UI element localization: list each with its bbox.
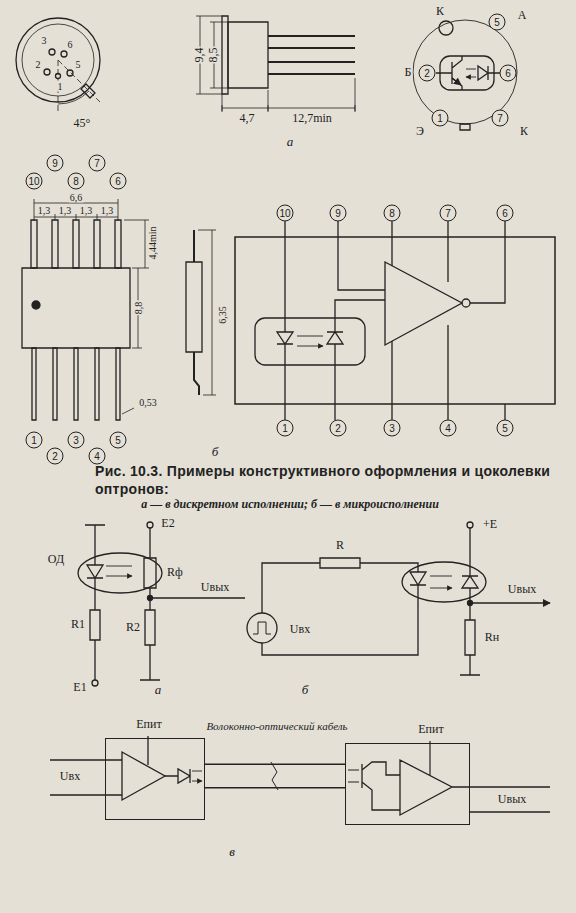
signal-name: E1 <box>72 681 87 694</box>
pin-number: 10 <box>277 205 294 222</box>
signal-name: E2 <box>160 517 175 530</box>
transmitter-module: Eпит <box>105 738 205 820</box>
diode-optocoupler-circuit <box>247 522 550 675</box>
dimension: 1,3 <box>58 205 73 216</box>
pinout-diagram <box>413 20 517 130</box>
pin-number: 8 <box>384 205 401 222</box>
pin-number: 2 <box>35 59 42 70</box>
receiver-module: Eпит <box>345 743 470 825</box>
dimension: 8,5 <box>207 47 220 64</box>
signal-name: Uвых <box>200 581 230 594</box>
figure-letter: б <box>211 445 220 459</box>
signal-name: +E <box>482 518 498 531</box>
pin-number: 1 <box>432 110 449 127</box>
figure-letter: в <box>228 845 236 859</box>
pin-number: 3 <box>41 35 48 46</box>
dimension: 9,4 <box>193 47 206 64</box>
fibre-cable <box>205 762 345 790</box>
terminal-name: К <box>519 125 529 138</box>
pin-number: 2 <box>330 420 347 437</box>
pin-number: 2 <box>47 448 64 465</box>
pin-number: 1 <box>277 420 294 437</box>
dip-package <box>22 199 149 420</box>
pin-number: 5 <box>489 14 506 31</box>
pin-number: 6 <box>500 65 517 82</box>
angle-dimension: 45° <box>73 117 92 130</box>
pin-number: 6 <box>67 39 74 50</box>
dimension: 12,7min <box>291 112 333 125</box>
package-bottom-view <box>16 18 100 112</box>
fibre-link <box>50 736 550 815</box>
dimension: 0,53 <box>138 397 158 408</box>
pin-number: 6 <box>497 205 514 222</box>
package-side-view <box>196 16 355 112</box>
signal-name: Uвых <box>497 793 527 806</box>
signal-name: Uвх <box>289 623 311 636</box>
terminal-name: Э <box>415 125 425 138</box>
cable-break <box>271 762 278 790</box>
resistor-optocoupler-circuit <box>78 522 245 686</box>
signal-name: Uвых <box>507 583 537 596</box>
component-name: R1 <box>70 618 86 631</box>
pin-number: 6 <box>110 173 127 190</box>
terminal-name: Б <box>404 66 413 79</box>
pin-number: 1 <box>57 81 64 92</box>
component-name: Rф <box>166 566 184 579</box>
terminal-name: А <box>517 9 528 22</box>
dimension: 4,7 <box>239 112 256 125</box>
dimension: 1,3 <box>37 205 52 216</box>
component-name: R <box>335 539 345 552</box>
pin-number: 4 <box>440 420 457 437</box>
pin-number: 2 <box>419 65 436 82</box>
pin-number: 7 <box>440 205 457 222</box>
pin-number: 9 <box>47 155 64 172</box>
component-name: Rн <box>484 631 500 644</box>
terminal-name: К <box>435 5 445 18</box>
pin-number: 9 <box>330 205 347 222</box>
dimension: 4,44min <box>147 225 158 260</box>
signal-name: Uвх <box>59 770 81 783</box>
pin-number: 5 <box>497 420 514 437</box>
dimension: 6,35 <box>217 305 228 325</box>
dip-side-view <box>186 230 216 395</box>
figure-letter: б <box>301 683 310 697</box>
component-name: R2 <box>125 621 141 634</box>
pin-number: 5 <box>110 432 127 449</box>
component-name: ОД <box>47 553 65 566</box>
pin-number: 7 <box>492 110 509 127</box>
cable-label: Волоконно-оптический кабель <box>204 720 349 732</box>
micro-optocoupler-schematic <box>235 221 555 420</box>
pin-number: 3 <box>384 420 401 437</box>
dimension: 1,3 <box>100 205 115 216</box>
dimension: 1,3 <box>79 205 94 216</box>
pin-number: 5 <box>75 59 82 70</box>
pin-number: 7 <box>89 155 106 172</box>
dimension: 8,8 <box>133 301 144 316</box>
pin-number: 1 <box>26 432 43 449</box>
caption-note: а — в дискретном исполнении; б — в микро… <box>140 498 440 511</box>
supply-label: Eпит <box>135 717 162 732</box>
pin-number: 10 <box>26 173 43 190</box>
figure-caption: Рис. 10.3. Примеры конструктивного оформ… <box>95 462 565 498</box>
supply-label: Eпит <box>417 722 444 737</box>
pin-number: 3 <box>68 432 85 449</box>
figure-letter: а <box>154 683 163 697</box>
figure-letter: а <box>286 135 295 149</box>
dimension: 6,6 <box>69 192 84 203</box>
pin-number: 4 <box>89 448 106 465</box>
pin-number: 8 <box>68 173 85 190</box>
